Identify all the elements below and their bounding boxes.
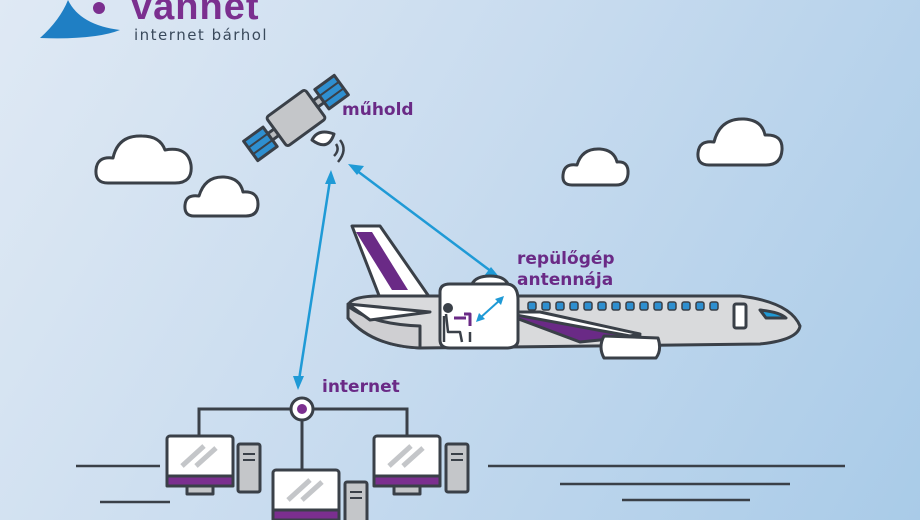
antenna-label-line2: antennája (517, 270, 614, 290)
logo-icon (40, 0, 120, 39)
brand-name: vannet (131, 0, 260, 28)
cloud-icon (94, 134, 193, 185)
airplane-icon (346, 224, 802, 360)
satellite-icon (242, 73, 350, 163)
satellite-internet-link (297, 179, 332, 381)
antenna-label-line1: repülőgép (517, 249, 615, 269)
computer-icon (372, 434, 470, 496)
cloud-icon (696, 117, 784, 167)
brand-tagline: internet bárhol (134, 26, 269, 44)
internet-label: internet (322, 377, 400, 397)
cloud-icon (183, 175, 260, 218)
ground-lines (76, 464, 845, 504)
network-connectors (197, 407, 409, 470)
cloud-icon (561, 147, 630, 187)
computer-icon (271, 468, 369, 520)
network-node-icon (289, 396, 315, 422)
satellite-antenna-link (355, 169, 493, 273)
satellite-label: műhold (342, 100, 414, 120)
computer-icon (165, 434, 262, 496)
